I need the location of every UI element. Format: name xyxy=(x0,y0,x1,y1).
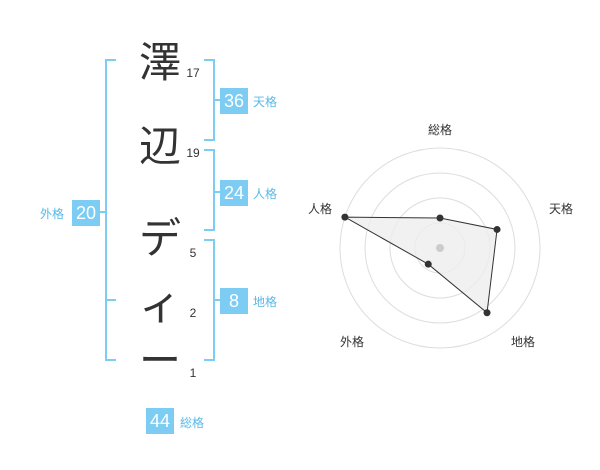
name-char-3: デ xyxy=(138,214,181,263)
radar-point-5 xyxy=(341,213,349,221)
stroke-count-4: 2 xyxy=(189,306,197,320)
jinkaku-value: 24 xyxy=(220,180,248,206)
soukaku-label: 総格 xyxy=(180,416,205,430)
stroke-count-3: 5 xyxy=(189,246,197,260)
radar-label-tenkaku: 天格 xyxy=(549,202,574,216)
jinkaku-label: 人格 xyxy=(253,187,278,201)
radar-point-1 xyxy=(436,214,444,222)
tenkaku-value: 36 xyxy=(220,88,248,114)
radar-point-3 xyxy=(483,309,491,317)
radar-polygon xyxy=(344,216,498,314)
stroke-count-2: 19 xyxy=(186,146,200,160)
chikaku-value: 8 xyxy=(220,288,248,314)
name-char-2: 辺 xyxy=(138,122,181,171)
name-char-5: ー xyxy=(138,336,181,385)
radar-center-dot xyxy=(436,244,444,252)
radar-ring xyxy=(364,172,516,324)
stroke-count-5: 1 xyxy=(189,366,197,380)
radar-point-4 xyxy=(424,260,432,268)
radar-points xyxy=(341,213,501,317)
tenkaku-label: 天格 xyxy=(253,95,278,109)
radar-ring xyxy=(339,147,541,349)
soukaku-value: 44 xyxy=(146,408,174,434)
radar-label-soukaku: 総格 xyxy=(428,123,453,137)
radar-label-jinkaku: 人格 xyxy=(308,202,333,216)
radar-point-2 xyxy=(493,225,501,233)
name-char-4: ィ xyxy=(138,280,181,329)
chikaku-label: 地格 xyxy=(253,295,278,309)
radar-label-chikaku: 地格 xyxy=(511,335,536,349)
radar-label-gaikaku: 外格 xyxy=(340,335,365,349)
name-char-1: 澤 xyxy=(138,38,181,87)
stroke-count-1: 17 xyxy=(186,66,200,80)
gaikaku-label: 外格 xyxy=(40,207,65,221)
gaikaku-value: 20 xyxy=(72,200,100,226)
